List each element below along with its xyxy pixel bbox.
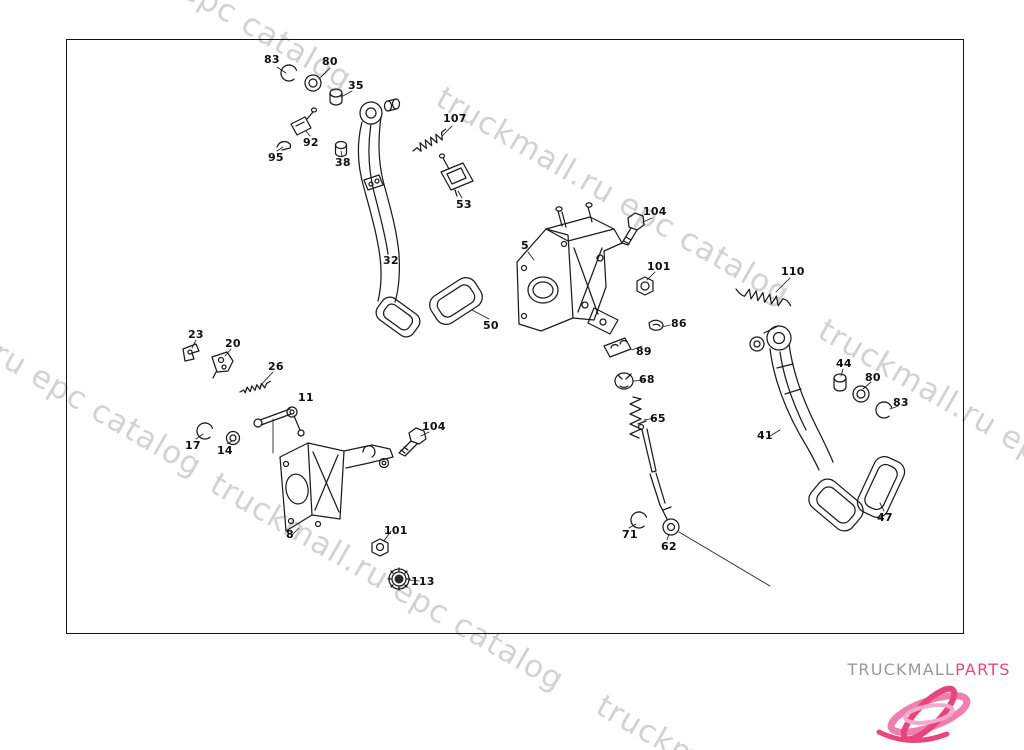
part-label-65-16: 65 bbox=[650, 412, 666, 425]
part-label-62-34: 62 bbox=[661, 540, 677, 553]
part-label-110-13: 110 bbox=[781, 265, 805, 278]
part-label-71-33: 71 bbox=[622, 528, 638, 541]
part-label-80-1: 80 bbox=[322, 55, 338, 68]
diagram-frame bbox=[66, 39, 964, 634]
part-label-89-14: 89 bbox=[636, 345, 652, 358]
part-label-83-0: 83 bbox=[264, 53, 280, 66]
part-label-50-17: 50 bbox=[483, 319, 499, 332]
part-label-101-31: 101 bbox=[384, 524, 408, 537]
part-label-35-2: 35 bbox=[348, 79, 364, 92]
part-label-101-11: 101 bbox=[647, 260, 671, 273]
part-label-41-21: 41 bbox=[757, 429, 773, 442]
part-label-38-6: 38 bbox=[335, 156, 351, 169]
part-label-80-19: 80 bbox=[865, 371, 881, 384]
part-label-47-22: 47 bbox=[877, 511, 893, 524]
part-label-20-24: 20 bbox=[225, 337, 241, 350]
part-label-11-26: 11 bbox=[298, 391, 314, 404]
part-label-104-29: 104 bbox=[422, 420, 446, 433]
part-label-23-23: 23 bbox=[188, 328, 204, 341]
part-label-5-9: 5 bbox=[521, 239, 529, 252]
part-label-86-12: 86 bbox=[671, 317, 687, 330]
part-label-113-32: 113 bbox=[411, 575, 435, 588]
brand-name-pink: PARTS bbox=[955, 660, 1011, 679]
part-label-32-8: 32 bbox=[383, 254, 399, 267]
part-label-107-3: 107 bbox=[443, 112, 467, 125]
part-label-17-27: 17 bbox=[185, 439, 201, 452]
part-label-104-10: 104 bbox=[643, 205, 667, 218]
part-label-83-20: 83 bbox=[893, 396, 909, 409]
brand-name-gray: TRUCKMALL bbox=[847, 660, 956, 679]
part-label-26-25: 26 bbox=[268, 360, 284, 373]
part-label-44-18: 44 bbox=[836, 357, 852, 370]
brand-logo-text: TRUCKMALLPARTS bbox=[844, 660, 1014, 679]
brand-swirl-icon bbox=[876, 685, 971, 744]
part-label-8-30: 8 bbox=[286, 528, 294, 541]
brand-logo: TRUCKMALLPARTS bbox=[844, 660, 1014, 747]
part-label-95-5: 95 bbox=[268, 151, 284, 164]
part-label-53-7: 53 bbox=[456, 198, 472, 211]
part-label-92-4: 92 bbox=[303, 136, 319, 149]
part-label-68-15: 68 bbox=[639, 373, 655, 386]
part-label-14-28: 14 bbox=[217, 444, 233, 457]
